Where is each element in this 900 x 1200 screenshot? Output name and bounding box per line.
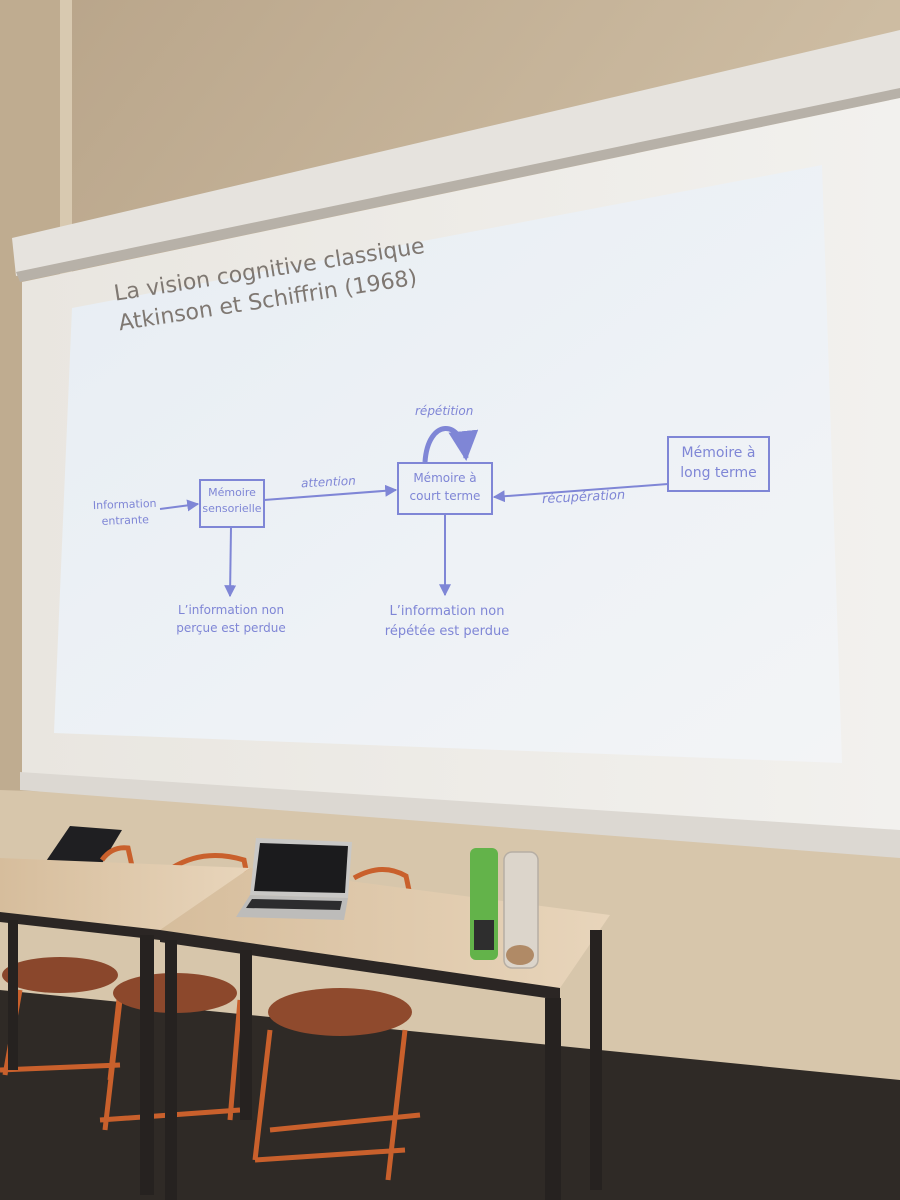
screen-bottom-bar bbox=[20, 772, 900, 858]
sensory-loss-arrow bbox=[224, 526, 237, 598]
sensory-memory-label: Mémoire sensorielle bbox=[202, 486, 262, 515]
lost-repeated-text: L’information non répétée est perdue bbox=[384, 604, 510, 639]
screen-housing bbox=[12, 30, 900, 276]
input-arrow bbox=[159, 499, 200, 512]
short-term-memory-label: Mémoire à court terme bbox=[409, 471, 481, 503]
retrieval-arrow bbox=[492, 483, 669, 503]
clear-bottle bbox=[503, 851, 539, 969]
left-table-top bbox=[0, 858, 250, 930]
slide-title: La vision cognitive classique Atkinson e… bbox=[112, 232, 431, 339]
attention-arrow bbox=[263, 484, 398, 501]
attention-label: attention bbox=[300, 473, 357, 491]
retrieval-label: récupération bbox=[541, 487, 626, 508]
long-term-memory-box bbox=[667, 436, 770, 492]
input-label: Information entrante bbox=[92, 496, 157, 528]
center-laptop-keyboard bbox=[246, 899, 342, 910]
chair-seat bbox=[268, 988, 412, 1036]
sensory-memory-box bbox=[199, 479, 265, 528]
long-term-memory-label: Mémoire à long terme bbox=[680, 445, 757, 481]
lost-perceived-text: L’information non perçue est perdue bbox=[176, 603, 286, 635]
floor bbox=[0, 990, 900, 1200]
repetition-loop-arrow bbox=[422, 426, 479, 463]
repetition-label: répétition bbox=[415, 404, 474, 418]
